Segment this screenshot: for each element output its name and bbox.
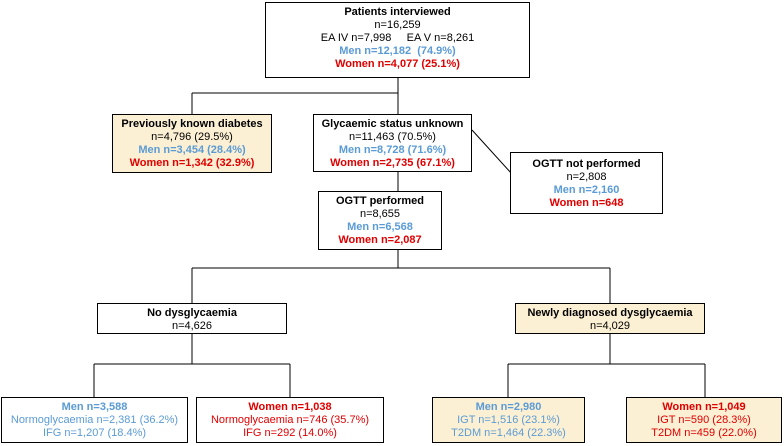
total-count: n=4,029 xyxy=(589,320,631,332)
men-count: Men n=12,182 (74.9%) xyxy=(339,45,456,57)
igt-count: IGT n=1,516 (23.1%) xyxy=(457,414,560,426)
box-title: Women n=1,038 xyxy=(248,401,332,413)
box-title: Previously known diabetes xyxy=(121,118,263,130)
total-count: n=16,259 xyxy=(374,19,421,31)
ogtt-not-performed-box: OGTT not performed n=2,808 Men n=2,160 W… xyxy=(510,152,663,214)
men-newly-diagnosed-box: Men n=2,980 IGT n=1,516 (23.1%) T2DM n=1… xyxy=(432,397,585,443)
box-title: Men n=3,588 xyxy=(61,401,128,413)
no-dysglycaemia-box: No dysglycaemia n=4,626 xyxy=(97,303,287,334)
women-newly-diagnosed-box: Women n=1,049 IGT n=590 (28.3%) T2DM n=4… xyxy=(626,397,782,443)
box-title: Newly diagnosed dysglycaemia xyxy=(527,307,693,319)
women-count: Women n=2,735 (67.1%) xyxy=(330,157,455,169)
box-title: Men n=2,980 xyxy=(475,401,542,413)
women-count: Women n=4,077 (25.1%) xyxy=(335,58,460,70)
women-count: Women n=1,342 (32.9%) xyxy=(129,157,255,169)
men-count: Men n=8,728 (71.6%) xyxy=(338,144,447,156)
box-title: Glycaemic status unknown xyxy=(321,118,464,130)
total-count: n=4,796 (29.5%) xyxy=(151,131,233,143)
ea-counts: EA IV n=7,998 EA V n=8,261 xyxy=(266,32,529,45)
women-count: Women n=2,087 xyxy=(338,234,422,246)
box-title: Women n=1,049 xyxy=(662,401,746,413)
box-title: OGTT not performed xyxy=(532,158,641,170)
men-count: Men n=3,454 (28.4%) xyxy=(138,144,246,156)
ifg-count: IFG n=1,207 (18.4%) xyxy=(42,427,147,439)
box-title: Patients interviewed xyxy=(344,6,451,18)
ea-iv-count: EA IV n=7,998 xyxy=(320,32,392,44)
glycaemic-status-unknown-box: Glycaemic status unknown n=11,463 (70.5%… xyxy=(313,114,472,172)
t2dm-count: T2DM n=459 (22.0%) xyxy=(651,427,757,439)
men-count: Men n=2,160 xyxy=(553,184,620,196)
total-count: n=2,808 xyxy=(566,171,607,183)
patients-interviewed-box: Patients interviewed n=16,259 EA IV n=7,… xyxy=(265,2,530,78)
total-count: n=4,626 xyxy=(171,320,213,332)
total-count: n=11,463 (70.5%) xyxy=(349,131,436,143)
ifg-count: IFG n=292 (14.0%) xyxy=(243,427,337,439)
men-count: Men n=6,568 xyxy=(347,221,413,233)
normoglycaemia-count: Normoglycaemia n=746 (35.7%) xyxy=(210,414,370,426)
t2dm-count: T2DM n=1,464 (22.3%) xyxy=(451,427,566,439)
women-count: Women n=648 xyxy=(549,197,624,209)
men-no-dysglycaemia-box: Men n=3,588 Normoglycaemia n=2,381 (36.2… xyxy=(1,397,188,443)
ea-v-count: EA V n=8,261 xyxy=(406,32,475,44)
box-title: OGTT performed xyxy=(335,195,424,207)
igt-count: IGT n=590 (28.3%) xyxy=(657,414,751,426)
normoglycaemia-count: Normoglycaemia n=2,381 (36.2%) xyxy=(10,414,179,426)
previously-known-diabetes-box: Previously known diabetes n=4,796 (29.5%… xyxy=(112,114,272,173)
women-no-dysglycaemia-box: Women n=1,038 Normoglycaemia n=746 (35.7… xyxy=(196,397,384,443)
newly-diagnosed-dysglycaemia-box: Newly diagnosed dysglycaemia n=4,029 xyxy=(515,303,705,334)
box-title: No dysglycaemia xyxy=(147,307,237,319)
total-count: n=8,655 xyxy=(359,208,401,220)
ogtt-performed-box: OGTT performed n=8,655 Men n=6,568 Women… xyxy=(318,191,442,250)
